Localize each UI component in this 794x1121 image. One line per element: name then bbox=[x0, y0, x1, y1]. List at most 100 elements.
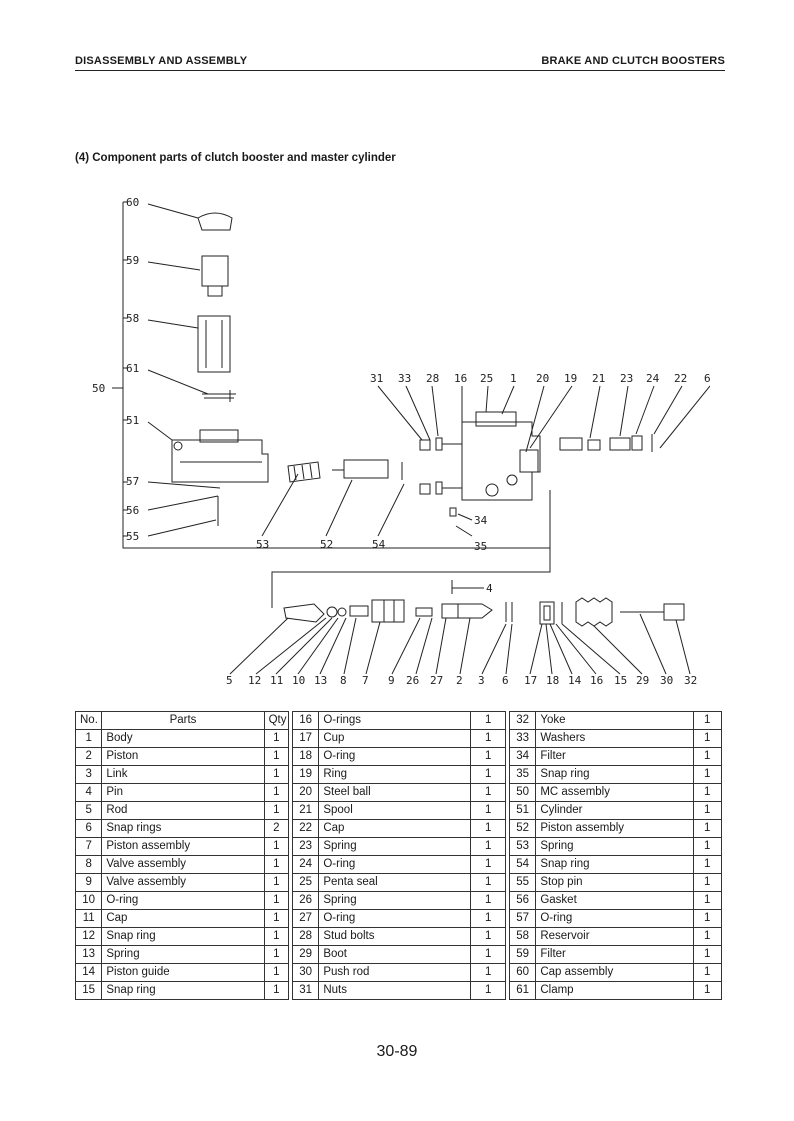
diagram-label-11: 11 bbox=[270, 674, 283, 687]
part-number: 8 bbox=[74, 855, 103, 874]
diagram-label-7: 7 bbox=[362, 674, 369, 687]
reservoir-part bbox=[197, 315, 231, 373]
diagram-label-57: 57 bbox=[126, 475, 139, 488]
part-qty: 1 bbox=[692, 873, 723, 892]
part-qty: 1 bbox=[263, 873, 289, 892]
part-qty: 1 bbox=[692, 909, 723, 928]
diagram-label-29: 29 bbox=[636, 674, 649, 687]
part-qty: 1 bbox=[692, 765, 723, 784]
part-qty: 1 bbox=[692, 963, 723, 982]
part-qty: 1 bbox=[692, 711, 723, 730]
diagram-label-21: 21 bbox=[592, 372, 605, 385]
diagram-label-1: 1 bbox=[510, 372, 517, 385]
part-number: 24 bbox=[291, 855, 320, 874]
diagram-label-60: 60 bbox=[126, 196, 139, 209]
part-name: Piston assembly bbox=[535, 819, 694, 838]
diagram-label-13: 13 bbox=[314, 674, 327, 687]
part-number: 22 bbox=[291, 819, 320, 838]
part-qty: 1 bbox=[263, 747, 289, 766]
part-name: Cap assembly bbox=[535, 963, 694, 982]
part-number: 6 bbox=[74, 819, 103, 838]
part-qty: 1 bbox=[263, 945, 289, 964]
part-name: Cap bbox=[318, 819, 472, 838]
diagram-label-23: 23 bbox=[620, 372, 633, 385]
diagram-label-3: 3 bbox=[478, 674, 485, 687]
part-qty: 1 bbox=[692, 783, 723, 802]
diagram-label-10: 10 bbox=[292, 674, 305, 687]
part-number: 11 bbox=[74, 909, 103, 928]
diagram-label-52: 52 bbox=[320, 538, 333, 551]
part-number: 53 bbox=[508, 837, 537, 856]
part-qty: 1 bbox=[263, 963, 289, 982]
part-qty: 1 bbox=[470, 729, 506, 748]
part-number: 21 bbox=[291, 801, 320, 820]
diagram-label-4: 4 bbox=[486, 582, 493, 595]
diagram-label-15: 15 bbox=[614, 674, 627, 687]
part-name: O-ring bbox=[318, 909, 472, 928]
diagram-label-53: 53 bbox=[256, 538, 269, 551]
part-number: 32 bbox=[508, 711, 537, 730]
diagram-label-16-bottom: 16 bbox=[590, 674, 603, 687]
part-number: 4 bbox=[74, 783, 103, 802]
part-name: Snap ring bbox=[535, 855, 694, 874]
diagram-label-25: 25 bbox=[480, 372, 493, 385]
part-name: Spring bbox=[101, 945, 265, 964]
part-name: Stud bolts bbox=[318, 927, 472, 946]
part-name: Spring bbox=[318, 837, 472, 856]
part-name: Yoke bbox=[535, 711, 694, 730]
part-number: 14 bbox=[74, 963, 103, 982]
diagram-label-56: 56 bbox=[126, 504, 139, 517]
part-qty: 1 bbox=[470, 819, 506, 838]
diagram-label-34: 34 bbox=[474, 514, 488, 527]
part-name: Washers bbox=[535, 729, 694, 748]
part-qty: 1 bbox=[470, 891, 506, 910]
part-qty: 1 bbox=[470, 801, 506, 820]
part-number: 57 bbox=[508, 909, 537, 928]
part-name: Snap ring bbox=[101, 927, 265, 946]
part-qty: 1 bbox=[263, 729, 289, 748]
exploded-parts-diagram: 60 59 58 61 50 51 57 56 55 53 52 54 31 3… bbox=[92, 196, 710, 687]
part-name: O-ring bbox=[318, 747, 472, 766]
part-name: Valve assembly bbox=[101, 873, 265, 892]
part-number: 34 bbox=[508, 747, 537, 766]
part-name: Boot bbox=[318, 945, 472, 964]
diagram-label-22: 22 bbox=[674, 372, 687, 385]
part-name: Gasket bbox=[535, 891, 694, 910]
part-qty: 1 bbox=[692, 945, 723, 964]
part-qty: 1 bbox=[263, 837, 289, 856]
part-name: Snap ring bbox=[101, 981, 265, 1000]
lower-assembly-bracket bbox=[271, 548, 551, 608]
part-number: 20 bbox=[291, 783, 320, 802]
part-number: 18 bbox=[291, 747, 320, 766]
part-name: Body bbox=[101, 729, 265, 748]
part-name: Cap bbox=[101, 909, 265, 928]
part-number: 61 bbox=[508, 981, 537, 1000]
part-name: Piston assembly bbox=[101, 837, 265, 856]
booster-body-part bbox=[461, 421, 541, 501]
part-qty: 1 bbox=[692, 801, 723, 820]
part-qty: 1 bbox=[692, 927, 723, 946]
part-qty: 1 bbox=[263, 981, 289, 1000]
diagram-label-6-top: 6 bbox=[704, 372, 710, 385]
part-qty: 1 bbox=[470, 981, 506, 1000]
diagram-label-9: 9 bbox=[388, 674, 395, 687]
diagram-label-27: 27 bbox=[430, 674, 443, 687]
part-number: 25 bbox=[291, 873, 320, 892]
part-name: Steel ball bbox=[318, 783, 472, 802]
diagram-label-28: 28 bbox=[426, 372, 439, 385]
part-number: 56 bbox=[508, 891, 537, 910]
part-qty: 2 bbox=[263, 819, 289, 838]
part-name: Rod bbox=[101, 801, 265, 820]
part-qty: 1 bbox=[470, 873, 506, 892]
